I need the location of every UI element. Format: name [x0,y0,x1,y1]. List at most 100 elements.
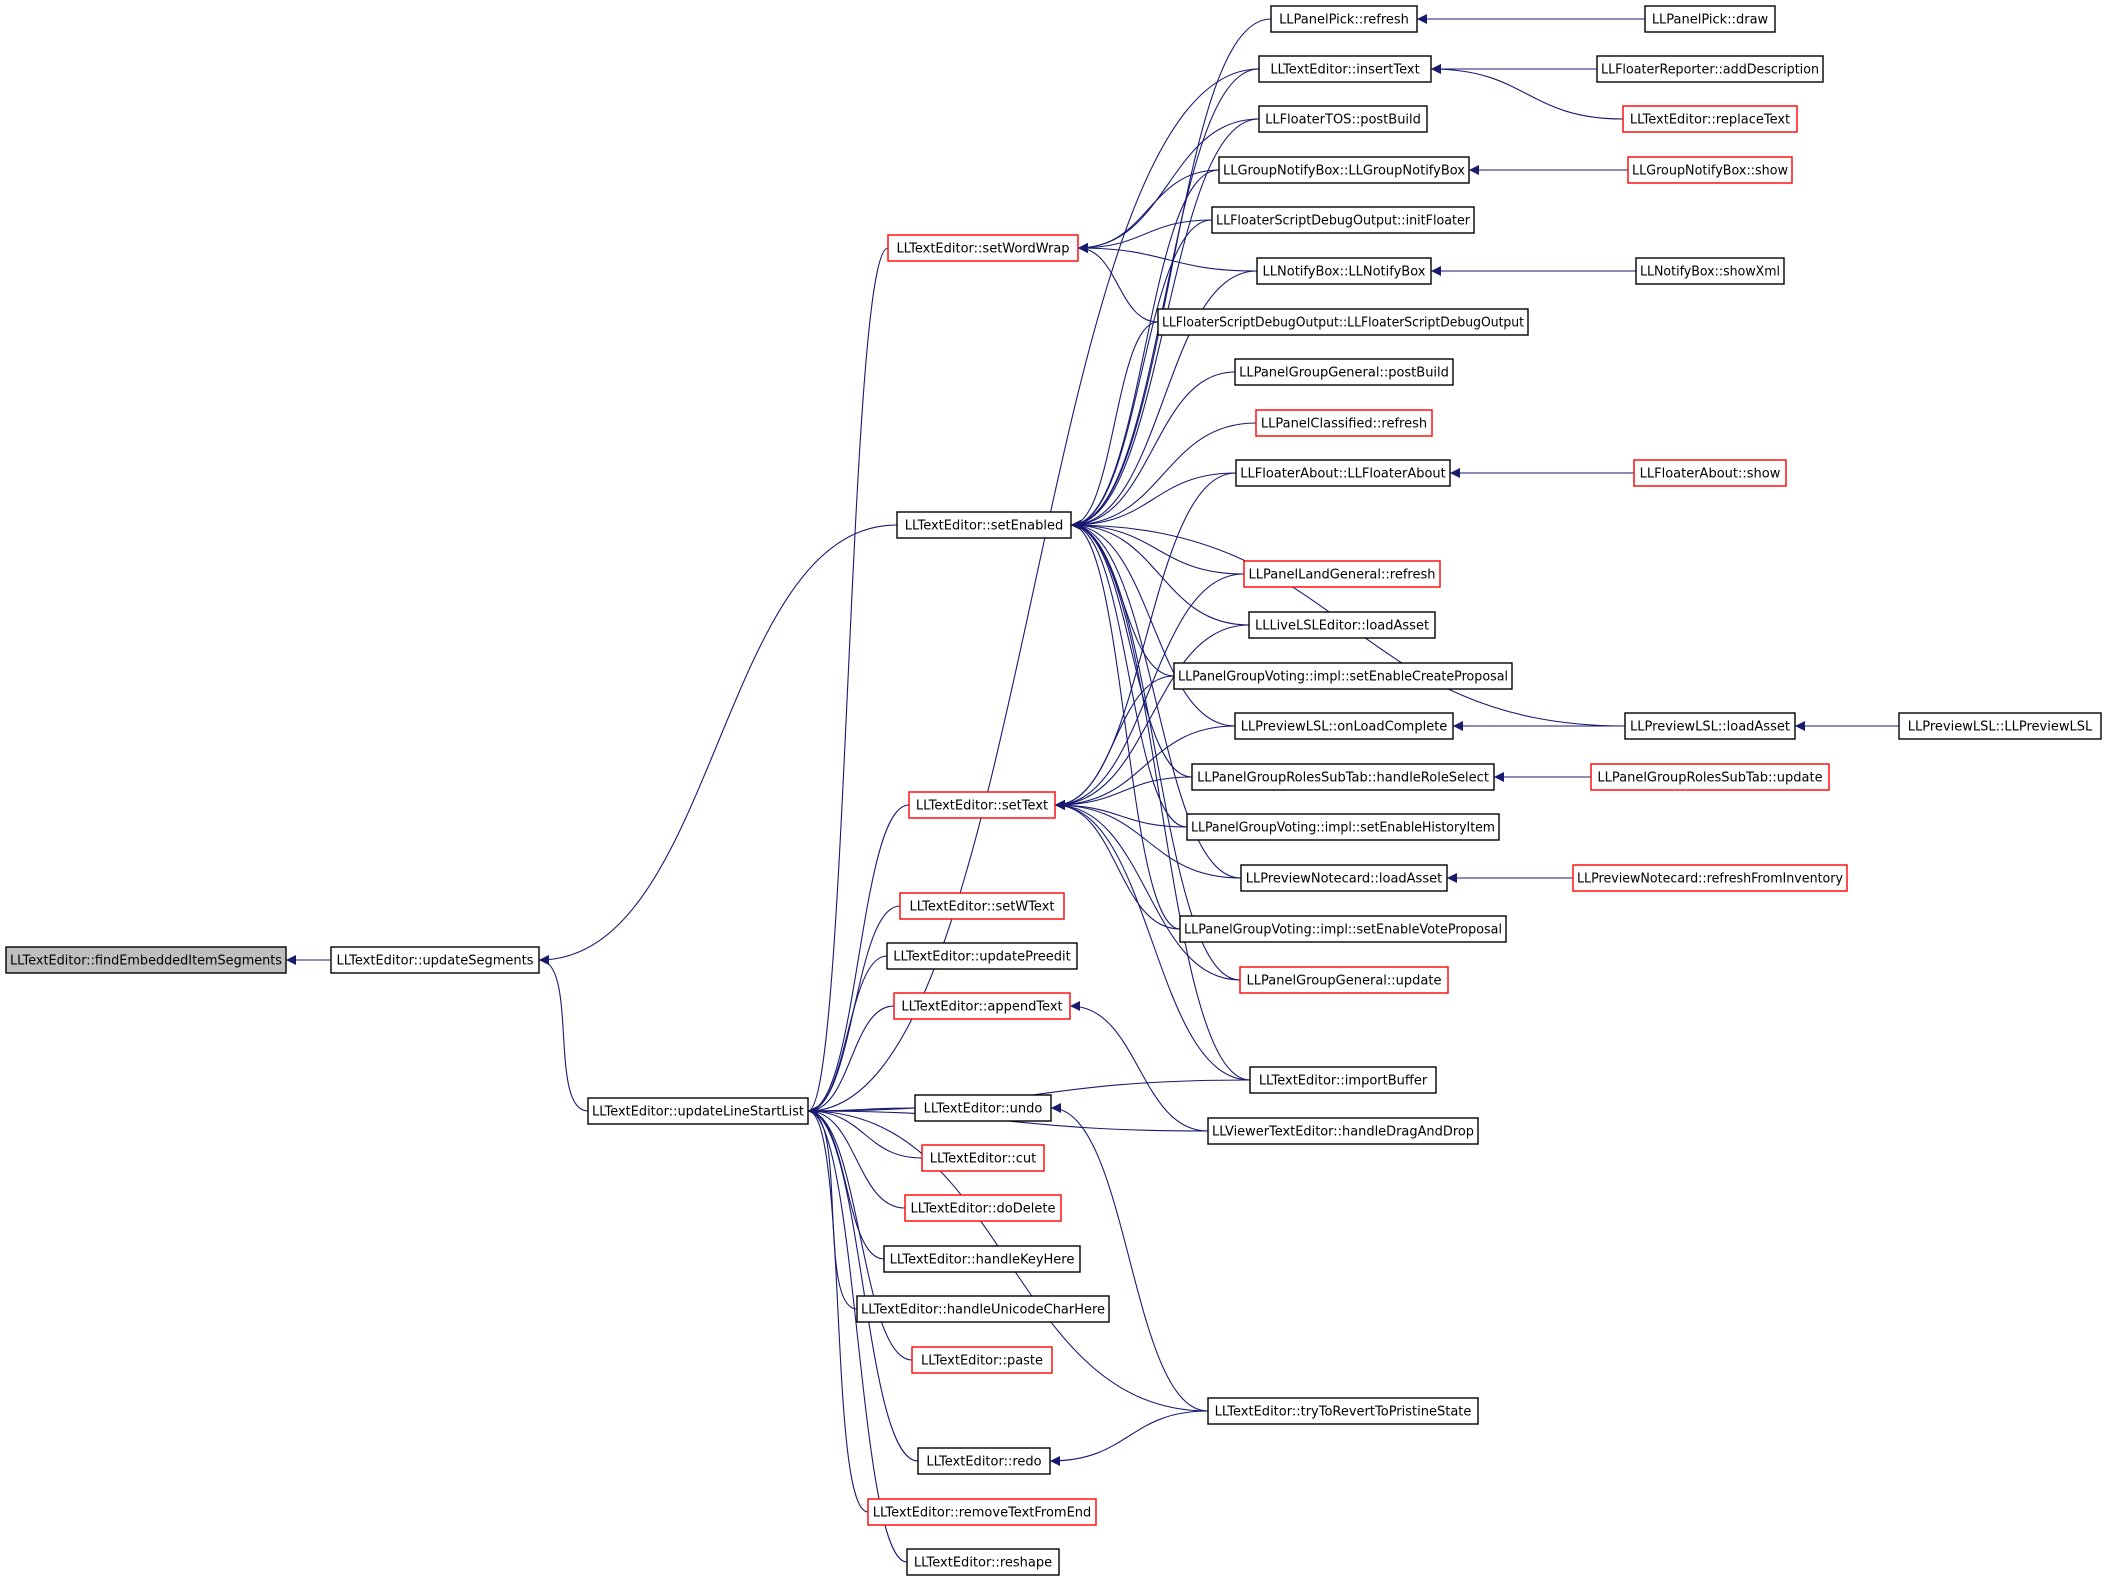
node-importBuffer[interactable]: LLTextEditor::importBuffer [1249,1066,1437,1094]
node-label: LLTextEditor::doDelete [911,1202,1056,1217]
node-scriptDebugCtor[interactable]: LLFloaterScriptDebugOutput::LLFloaterScr… [1157,308,1529,336]
node-box [906,1548,1060,1576]
node-reshape[interactable]: LLTextEditor::reshape [906,1548,1060,1576]
node-previewLSLCtor[interactable]: LLPreviewLSL::LLPreviewLSL [1898,712,2102,740]
edge-notifyBox-to-setEnabled [1070,270,1258,530]
node-appendText[interactable]: LLTextEditor::appendText [893,992,1071,1020]
node-setText[interactable]: LLTextEditor::setText [908,791,1056,819]
node-label: LLLiveLSLEditor::loadAsset [1255,619,1429,634]
node-label: LLPanelGroupGeneral::postBuild [1239,366,1449,381]
node-label: LLTextEditor::updatePreedit [893,950,1070,965]
node-label: LLTextEditor::removeTextFromEnd [873,1506,1092,1521]
node-rolesHandle[interactable]: LLPanelGroupRolesSubTab::handleRoleSelec… [1191,763,1495,791]
node-panelPickRefresh[interactable]: LLPanelPick::refresh [1270,5,1418,33]
edge-reshape-to-updateLineStartList [807,1106,908,1563]
node-box [921,1144,1045,1172]
edge-groupGeneralUpdate-to-setText [1054,800,1241,981]
node-label: LLGroupNotifyBox::LLGroupNotifyBox [1223,164,1465,179]
node-label: LLTextEditor::cut [930,1152,1036,1167]
node-handleUnicode[interactable]: LLTextEditor::handleUnicodeCharHere [856,1295,1110,1323]
edge-scriptDebugCtor-to-setWordWrap [1077,243,1159,323]
node-setEnabled[interactable]: LLTextEditor::setEnabled [896,511,1072,539]
node-box [1258,55,1432,83]
node-label: LLTextEditor::handleUnicodeCharHere [861,1303,1105,1318]
edge-cut-to-updateLineStartList [807,1106,923,1159]
edge-panelPickRefresh-to-setEnabled [1070,18,1272,530]
node-groupGeneralUpdate[interactable]: LLPanelGroupGeneral::update [1239,966,1449,994]
node-votingCreate[interactable]: LLPanelGroupVoting::impl::setEnableCreat… [1173,662,1513,690]
node-label: LLTextEditor::findEmbeddedItemSegments [10,954,282,969]
edge-scriptDebugCtor-to-setEnabled [1070,321,1159,530]
node-groupNotifyBox[interactable]: LLGroupNotifyBox::LLGroupNotifyBox [1218,156,1470,184]
node-updateSegments[interactable]: LLTextEditor::updateSegments [330,946,540,974]
node-label: LLTextEditor::undo [924,1102,1043,1117]
node-reporterAddDesc[interactable]: LLFloaterReporter::addDescription [1596,55,1824,83]
edge-handleUnicode-to-updateLineStartList [807,1106,858,1310]
node-rolesUpdate[interactable]: LLPanelGroupRolesSubTab::update [1590,763,1830,791]
edge-floaterAbout-to-setEnabled [1070,472,1237,530]
node-notifyBox[interactable]: LLNotifyBox::LLNotifyBox [1256,257,1432,285]
node-updatePreedit[interactable]: LLTextEditor::updatePreedit [886,942,1078,970]
node-doDelete[interactable]: LLTextEditor::doDelete [904,1194,1062,1222]
node-box [1624,712,1796,740]
node-box [883,1245,1081,1273]
node-panelPickDraw[interactable]: LLPanelPick::draw [1644,5,1776,33]
node-box [1898,712,2102,740]
node-undo[interactable]: LLTextEditor::undo [914,1094,1052,1122]
edge-setWordWrap-to-updateLineStartList [807,247,889,1116]
node-box [1243,560,1441,588]
node-liveLSLLoad[interactable]: LLLiveLSLEditor::loadAsset [1248,611,1436,639]
node-notifyShowXml[interactable]: LLNotifyBox::showXml [1635,257,1785,285]
node-paste[interactable]: LLTextEditor::paste [911,1346,1053,1374]
node-label: LLPanelGroupVoting::impl::setEnableCreat… [1178,670,1508,685]
node-votingHistory[interactable]: LLPanelGroupVoting::impl::setEnableHisto… [1186,813,1500,841]
node-replaceText[interactable]: LLTextEditor::replaceText [1622,105,1798,133]
node-box [1191,763,1495,791]
edge-redo-to-updateLineStartList [807,1106,919,1462]
node-floaterAboutShow[interactable]: LLFloaterAbout::show [1633,459,1787,487]
node-previewLSLLoad[interactable]: LLPreviewLSL::loadAsset [1624,712,1796,740]
node-label: LLTextEditor::updateLineStartList [592,1105,804,1120]
node-notecardLoad[interactable]: LLPreviewNotecard::loadAsset [1240,864,1448,892]
edge-liveLSLLoad-to-setEnabled [1070,520,1250,626]
node-box [886,942,1078,970]
node-updateLineStartList[interactable]: LLTextEditor::updateLineStartList [587,1097,809,1125]
node-viewerDragDrop[interactable]: LLViewerTextEditor::handleDragAndDrop [1207,1117,1479,1145]
node-scriptDebugInit[interactable]: LLFloaterScriptDebugOutput::initFloater [1211,206,1475,234]
node-floaterTOS[interactable]: LLFloaterTOS::postBuild [1258,105,1428,133]
node-label: LLPanelGroupVoting::impl::setEnableVoteP… [1184,923,1502,938]
node-setWordWrap[interactable]: LLTextEditor::setWordWrap [887,234,1079,262]
node-label: LLTextEditor::replaceText [1630,113,1790,128]
edge-votingVote-to-setEnabled [1070,520,1181,930]
node-classifiedRefresh[interactable]: LLPanelClassified::refresh [1255,409,1433,437]
edge-setEnabled-to-updateSegments [538,524,898,965]
node-label: LLPreviewLSL::LLPreviewLSL [1908,720,2093,735]
node-floaterAbout[interactable]: LLFloaterAbout::LLFloaterAbout [1235,459,1451,487]
edge-groupNotifyBox-to-setEnabled [1070,169,1220,530]
node-label: LLTextEditor::setEnabled [905,519,1063,534]
node-handleKeyHere[interactable]: LLTextEditor::handleKeyHere [883,1245,1081,1273]
edge-previewLSLOnLoad-to-setEnabled [1070,520,1236,727]
node-setWText[interactable]: LLTextEditor::setWText [899,892,1065,920]
node-box [899,892,1065,920]
edge-importBuffer-to-setEnabled [1070,520,1251,1081]
node-redo[interactable]: LLTextEditor::redo [917,1447,1051,1475]
node-insertText[interactable]: LLTextEditor::insertText [1258,55,1432,83]
node-notecardRefresh[interactable]: LLPreviewNotecard::refreshFromInventory [1572,864,1848,892]
node-tryToRevert[interactable]: LLTextEditor::tryToRevertToPristineState [1207,1397,1479,1425]
node-cut[interactable]: LLTextEditor::cut [921,1144,1045,1172]
node-removeTextFromEnd[interactable]: LLTextEditor::removeTextFromEnd [867,1498,1097,1526]
node-groupGeneralPostBuild[interactable]: LLPanelGroupGeneral::postBuild [1234,358,1454,386]
node-label: LLNotifyBox::LLNotifyBox [1263,265,1426,280]
node-box [1179,915,1507,943]
edge-rolesHandle-to-setText [1054,776,1193,810]
node-votingVote[interactable]: LLPanelGroupVoting::impl::setEnableVoteP… [1179,915,1507,943]
node-landGeneralRefresh[interactable]: LLPanelLandGeneral::refresh [1243,560,1441,588]
node-groupNotifyShow[interactable]: LLGroupNotifyBox::show [1627,156,1793,184]
node-previewLSLOnLoad[interactable]: LLPreviewLSL::onLoadComplete [1234,712,1454,740]
node-label: LLFloaterTOS::postBuild [1265,113,1421,128]
node-box [1240,864,1448,892]
node-label: LLTextEditor::insertText [1270,63,1419,78]
